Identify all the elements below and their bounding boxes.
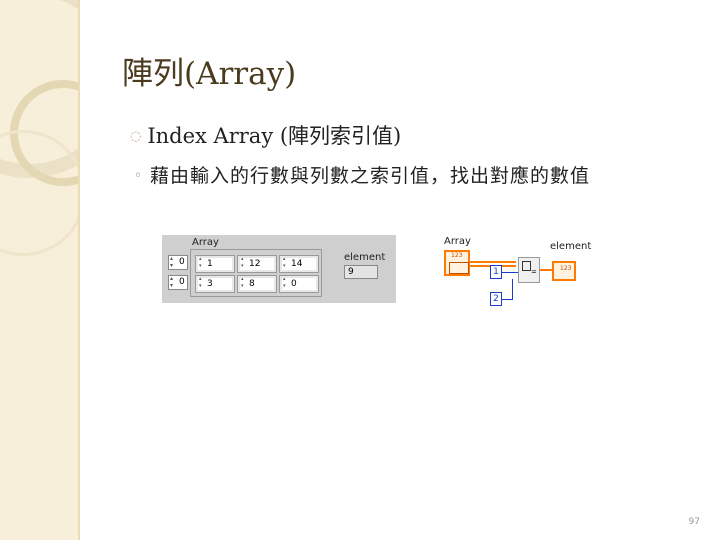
sidebar-edge — [78, 0, 80, 540]
index-array-equals: = — [531, 268, 537, 276]
array-cell[interactable]: 12 — [237, 255, 277, 273]
array-cell[interactable]: 3 — [195, 275, 235, 293]
terminal-text: 123 — [451, 252, 463, 259]
element-terminal-icon: 123 — [552, 261, 576, 281]
array-cell[interactable]: 0 — [279, 275, 319, 293]
array-frame — [190, 249, 322, 297]
element-label: element — [344, 252, 386, 263]
element-terminal-text: 123 — [560, 265, 572, 272]
bullet-marker-icon: ◌ — [130, 129, 142, 144]
row-wire — [502, 272, 518, 273]
element-wire — [540, 269, 552, 271]
bullet-index-array: ◌ Index Array (陣列索引值) — [130, 120, 401, 150]
page-number: 97 — [688, 517, 700, 527]
decorative-ring — [0, 130, 80, 256]
bullet-text: Index Array (陣列索引值) — [147, 124, 402, 148]
terminal-inner — [449, 262, 469, 274]
sub-bullet-marker-icon: ◦ — [134, 168, 144, 184]
row-index-control[interactable]: 0 — [168, 255, 188, 270]
sub-bullet: ◦ 藉由輸入的行數與列數之索引值，找出對應的數值 — [134, 162, 690, 190]
array-cell[interactable]: 14 — [279, 255, 319, 273]
block-diagram-image: Array 123 1 2 = element 123 — [440, 235, 600, 315]
column-wire — [502, 299, 512, 300]
decorative-sidebar — [0, 0, 80, 540]
front-panel-image: Array 0 0 1 12 14 3 8 0 element 9 — [162, 235, 396, 303]
column-constant: 2 — [490, 292, 502, 306]
row-constant: 1 — [490, 265, 502, 279]
sub-bullet-text: 藉由輸入的行數與列數之索引值，找出對應的數值 — [150, 165, 591, 187]
bd-element-label: element — [550, 241, 592, 252]
element-indicator: 9 — [344, 265, 378, 279]
bd-array-label: Array — [444, 236, 471, 247]
array-label: Array — [192, 237, 219, 248]
index-array-glyph — [522, 261, 531, 271]
array-cell[interactable]: 1 — [195, 255, 235, 273]
column-wire — [512, 279, 513, 300]
column-index-control[interactable]: 0 — [168, 275, 188, 290]
array-terminal-icon: 123 — [444, 250, 470, 276]
index-array-function-icon: = — [518, 257, 540, 283]
slide-title: 陣列(Array) — [122, 56, 297, 92]
array-cell[interactable]: 8 — [237, 275, 277, 293]
array-wire — [470, 261, 516, 263]
